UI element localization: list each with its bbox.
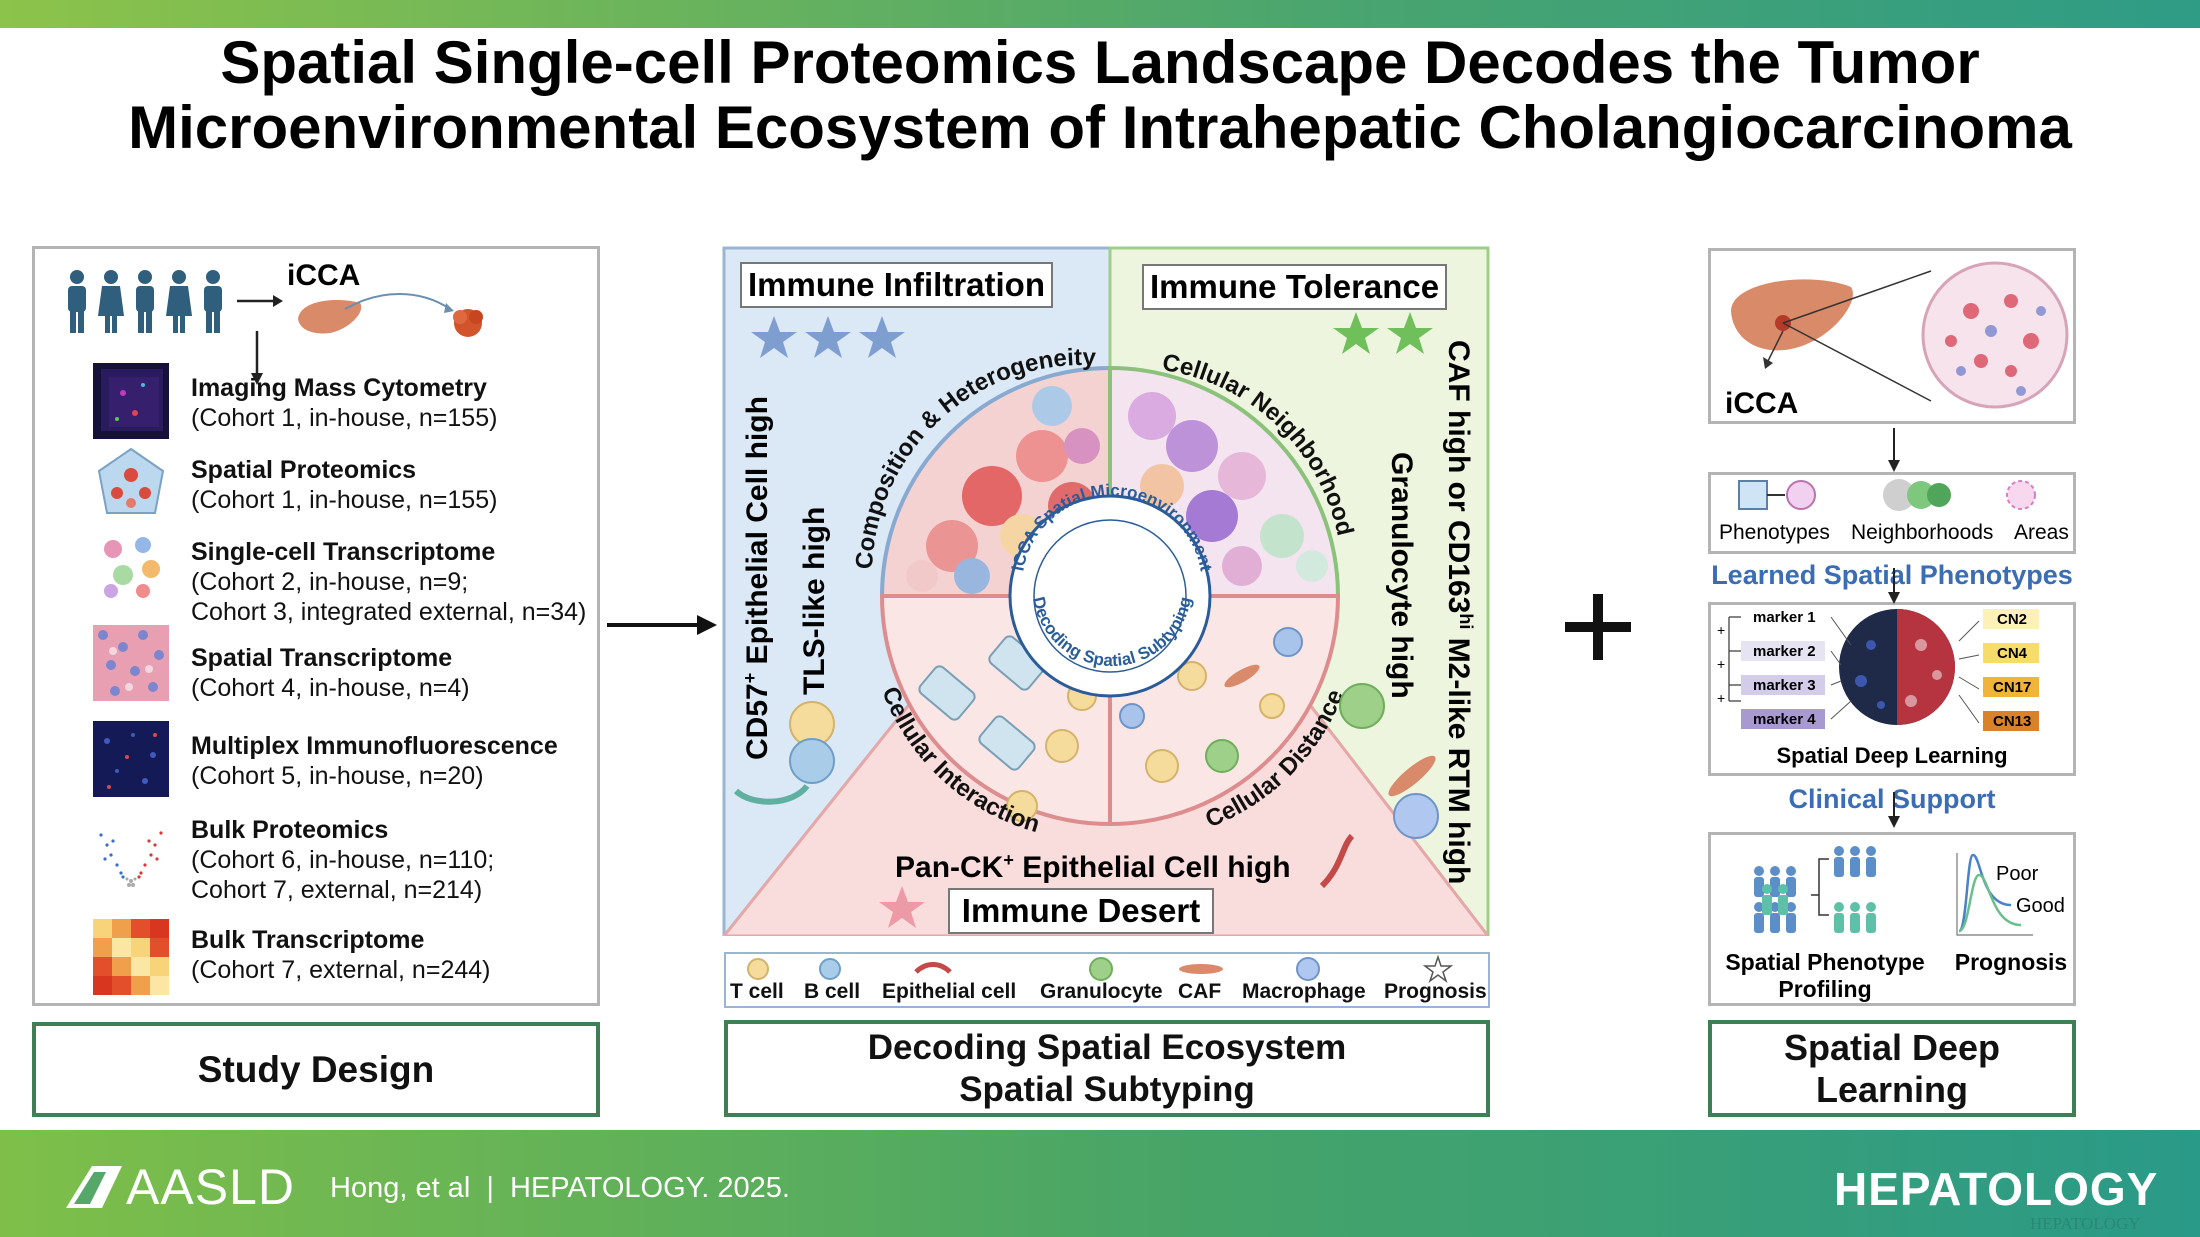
immune-desert-label: Immune Desert xyxy=(948,888,1214,934)
top-banner xyxy=(0,0,2200,28)
t-cell-icon xyxy=(747,958,769,980)
granulocyte-icon xyxy=(1089,957,1113,981)
immune-tolerance-label: Immune Tolerance xyxy=(1142,264,1448,310)
cell-legend: T cell B cell Epithelial cell Granulocyt… xyxy=(724,952,1490,1008)
tls-like-label: TLS-like high xyxy=(798,506,831,695)
learned-spatial-phenotypes-label: Learned Spatial Phenotypes xyxy=(1711,560,2073,590)
svg-text:+: + xyxy=(1717,622,1725,638)
marker-2-box xyxy=(1741,641,1825,661)
clinical-support-label: Clinical Support xyxy=(1788,784,1996,814)
spatial-transcriptome-thumbnail xyxy=(93,625,169,701)
macrophage-icon xyxy=(1296,957,1320,981)
immune-infiltration-label: Immune Infiltration xyxy=(740,262,1053,308)
spatial-deep-learning-label: Spatial Deep Learning xyxy=(1776,743,2008,768)
cohort-spatial-proteomics: Spatial Proteomics(Cohort 1, in-house, n… xyxy=(191,456,498,514)
study-design-panel: iCCA Imaging Mass Cytometry(Co xyxy=(32,246,600,1006)
svg-text:+: + xyxy=(1717,690,1725,706)
bulk-transcriptome-heatmap-thumbnail xyxy=(93,919,169,995)
marker-3-label: marker 3 xyxy=(1753,677,1816,694)
marker-3-box xyxy=(1741,675,1825,695)
infiltration-stars xyxy=(751,316,905,358)
icca-tissue-label: iCCA xyxy=(1725,387,1799,420)
patient-stratification-icon xyxy=(1754,846,2033,936)
marker-2-label: marker 2 xyxy=(1753,643,1816,660)
cohort-multiplex-immunofluorescence: Multiplex Immunofluorescence(Cohort 5, i… xyxy=(191,732,558,790)
cn4-label: CN4 xyxy=(1997,645,2028,662)
arrow-down-icon xyxy=(1888,792,1900,828)
phenotypes-label: Phenotypes xyxy=(1719,521,1830,544)
citation-text: Hong, et al | HEPATOLOGY. 2025. xyxy=(330,1172,790,1204)
icca-label: iCCA xyxy=(287,259,361,292)
single-cell-transcriptome-thumbnail xyxy=(104,537,160,598)
desert-star xyxy=(879,886,925,928)
phenotype-icons xyxy=(1738,479,2036,511)
journal-name: HEPATOLOGY xyxy=(1834,1163,2159,1215)
page-title: Spatial Single-cell Proteomics Landscape… xyxy=(128,29,2072,161)
icca-tissue-panel: iCCA xyxy=(1708,248,2076,424)
cn13-label: CN13 xyxy=(1993,713,2032,730)
cn17-box xyxy=(1983,677,2039,697)
marker-4-box xyxy=(1741,709,1825,729)
area-icon xyxy=(2006,480,2036,510)
patient-cohort-icon xyxy=(68,270,222,333)
cn2-label: CN2 xyxy=(1997,611,2028,628)
liver-tumor-icon xyxy=(298,293,483,337)
poor-label: Poor xyxy=(1996,863,2039,885)
deep-learning-panel: + + + marker 1 marker 2 marker 3 marker … xyxy=(1708,602,2076,776)
arrow-down-icon xyxy=(251,331,263,385)
caf-m2-label: CAF high or CD163hi M2-like RTM high xyxy=(1442,340,1476,885)
arrow-down-icon xyxy=(1888,568,1900,604)
phenotype-circle-icon xyxy=(1786,480,1816,510)
phenotypes-panel: Phenotypes Neighborhoods Areas xyxy=(1708,472,2076,554)
cohort-spatial-transcriptome: Spatial Transcriptome(Cohort 4, in-house… xyxy=(191,644,470,702)
cn13-box xyxy=(1983,711,2039,731)
arrow-right-icon xyxy=(237,295,283,307)
good-curve xyxy=(1958,873,2022,933)
cn17-label: CN17 xyxy=(1993,679,2032,696)
marker-1-box xyxy=(1741,607,1825,627)
marker-1-label: marker 1 xyxy=(1753,609,1816,626)
caf-icon xyxy=(1179,964,1223,974)
cohort-imaging-mass-cytometry: Imaging Mass Cytometry(Cohort 1, in-hous… xyxy=(191,374,498,432)
deep-learning-diagram: + + + xyxy=(1717,607,2039,731)
arrow-right-icon xyxy=(607,615,717,635)
aasld-logo-icon xyxy=(66,1166,122,1208)
prognosis-label: Prognosis xyxy=(1954,949,2068,975)
cd57-epithelial-label: CD57+ Epithelial Cell high xyxy=(740,396,774,760)
marker-4-label: marker 4 xyxy=(1753,711,1816,728)
footer-bar: AASLD Hong, et al | HEPATOLOGY. 2025. HE… xyxy=(0,1130,2200,1237)
neighborhoods-label: Neighborhoods xyxy=(1851,521,1994,544)
phenotype-square-icon xyxy=(1738,480,1768,510)
study-design-label: Study Design xyxy=(32,1022,600,1117)
svg-text:+: + xyxy=(1717,656,1725,672)
prognosis-star-icon xyxy=(1422,954,1454,984)
multiplex-immunofluorescence-thumbnail xyxy=(93,721,169,797)
ecosystem-diagram: iCCA Spatial Microenvironment Decoding S… xyxy=(722,246,1490,936)
panck-epithelial-label: Pan-CK+ Epithelial Cell high xyxy=(895,850,1291,884)
cohort-bulk-proteomics: Bulk Proteomics(Cohort 6, in-house, n=11… xyxy=(191,816,495,904)
journal-watermark: HEPATOLOGY xyxy=(2030,1214,2141,1233)
aasld-logo-text: AASLD xyxy=(126,1159,295,1215)
cohort-bulk-transcriptome: Bulk Transcriptome(Cohort 7, external, n… xyxy=(191,926,491,984)
cn2-box xyxy=(1983,609,2039,629)
cn4-box xyxy=(1983,643,2039,663)
good-label: Good xyxy=(2016,895,2065,917)
spatial-proteomics-thumbnail xyxy=(97,447,165,514)
cohort-single-cell-transcriptome: Single-cell Transcriptome(Cohort 2, in-h… xyxy=(191,538,587,626)
bulk-proteomics-volcano-thumbnail xyxy=(93,815,169,891)
b-cell-icon xyxy=(819,958,841,980)
liver-magnify-icon xyxy=(1731,261,2069,409)
plus-icon xyxy=(1565,594,1631,660)
tolerance-stars xyxy=(1333,312,1433,354)
granulocyte-label: Granulocyte high xyxy=(1385,452,1418,699)
arrow-down-icon xyxy=(1888,428,1900,472)
epithelial-cell-icon xyxy=(914,962,952,974)
imaging-mass-cytometry-thumbnail xyxy=(93,363,169,439)
neighborhood-icon xyxy=(1883,479,1915,511)
areas-label: Areas xyxy=(2014,521,2069,544)
